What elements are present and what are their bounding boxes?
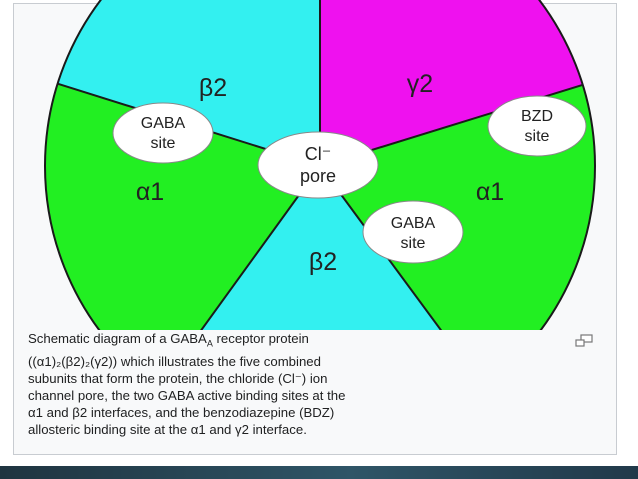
divider-lower-left	[200, 165, 321, 330]
gaba-site-upper-left-line1: GABA	[141, 115, 186, 132]
caption-line-3: subunits that form the protein, the chlo…	[28, 370, 328, 386]
sector-beta2-top	[57, 0, 320, 166]
gaba-site-upper-left-line2: site	[151, 135, 176, 152]
bzd-site-line1: BZD	[521, 108, 553, 125]
subunit-label-beta2-top: β2	[199, 74, 227, 102]
caption-line-5: α1 and β2 interfaces, and the benzodiaze…	[28, 404, 335, 420]
magnify-clip-icon[interactable]	[574, 334, 594, 348]
divider-lower-right	[319, 165, 443, 330]
caption-line-1-text: Schematic diagram of a GABA	[28, 331, 207, 346]
bzd-site-line2: site	[525, 128, 550, 145]
bzd-site	[487, 95, 587, 157]
slide-footer-bar	[0, 466, 638, 479]
receptor-outline	[44, 0, 596, 330]
gaba-site-lower-line2: site	[401, 235, 426, 252]
caption-line-2: ((α1)₂(β2)₂(γ2)) which illustrates the f…	[28, 353, 321, 369]
sector-beta2-bottom	[201, 166, 441, 330]
chloride-pore-line2: pore	[300, 166, 336, 186]
gaba-site-lower	[362, 200, 464, 264]
caption-line-4: channel pore, the two GABA active bindin…	[28, 387, 346, 403]
gaba-site-upper-left	[112, 102, 214, 164]
subunit-label-gamma2: γ2	[407, 70, 433, 98]
figure-caption: Schematic diagram of a GABAA receptor pr…	[28, 330, 588, 438]
gaba-site-lower-line1: GABA	[391, 215, 436, 232]
subunit-label-alpha1-right: α1	[476, 178, 504, 206]
subunit-label-alpha1-left: α1	[136, 178, 164, 206]
subunit-label-beta2-bottom: β2	[309, 248, 337, 276]
caption-line-6: allosteric binding site at the α1 and γ2…	[28, 421, 307, 437]
caption-line-1-tail: receptor protein	[212, 331, 309, 346]
caption-line-1-subscript: A	[206, 338, 213, 349]
sector-gamma2	[320, 0, 583, 166]
chloride-pore-line1: Cl⁻	[305, 144, 332, 164]
gaba-receptor-diagram: β2 γ2 α1 α1 β2 GABA site BZD site Cl⁻ po…	[44, 0, 596, 330]
chloride-pore	[257, 131, 379, 199]
caption-line-1: Schematic diagram of a GABAA receptor pr…	[28, 330, 588, 353]
